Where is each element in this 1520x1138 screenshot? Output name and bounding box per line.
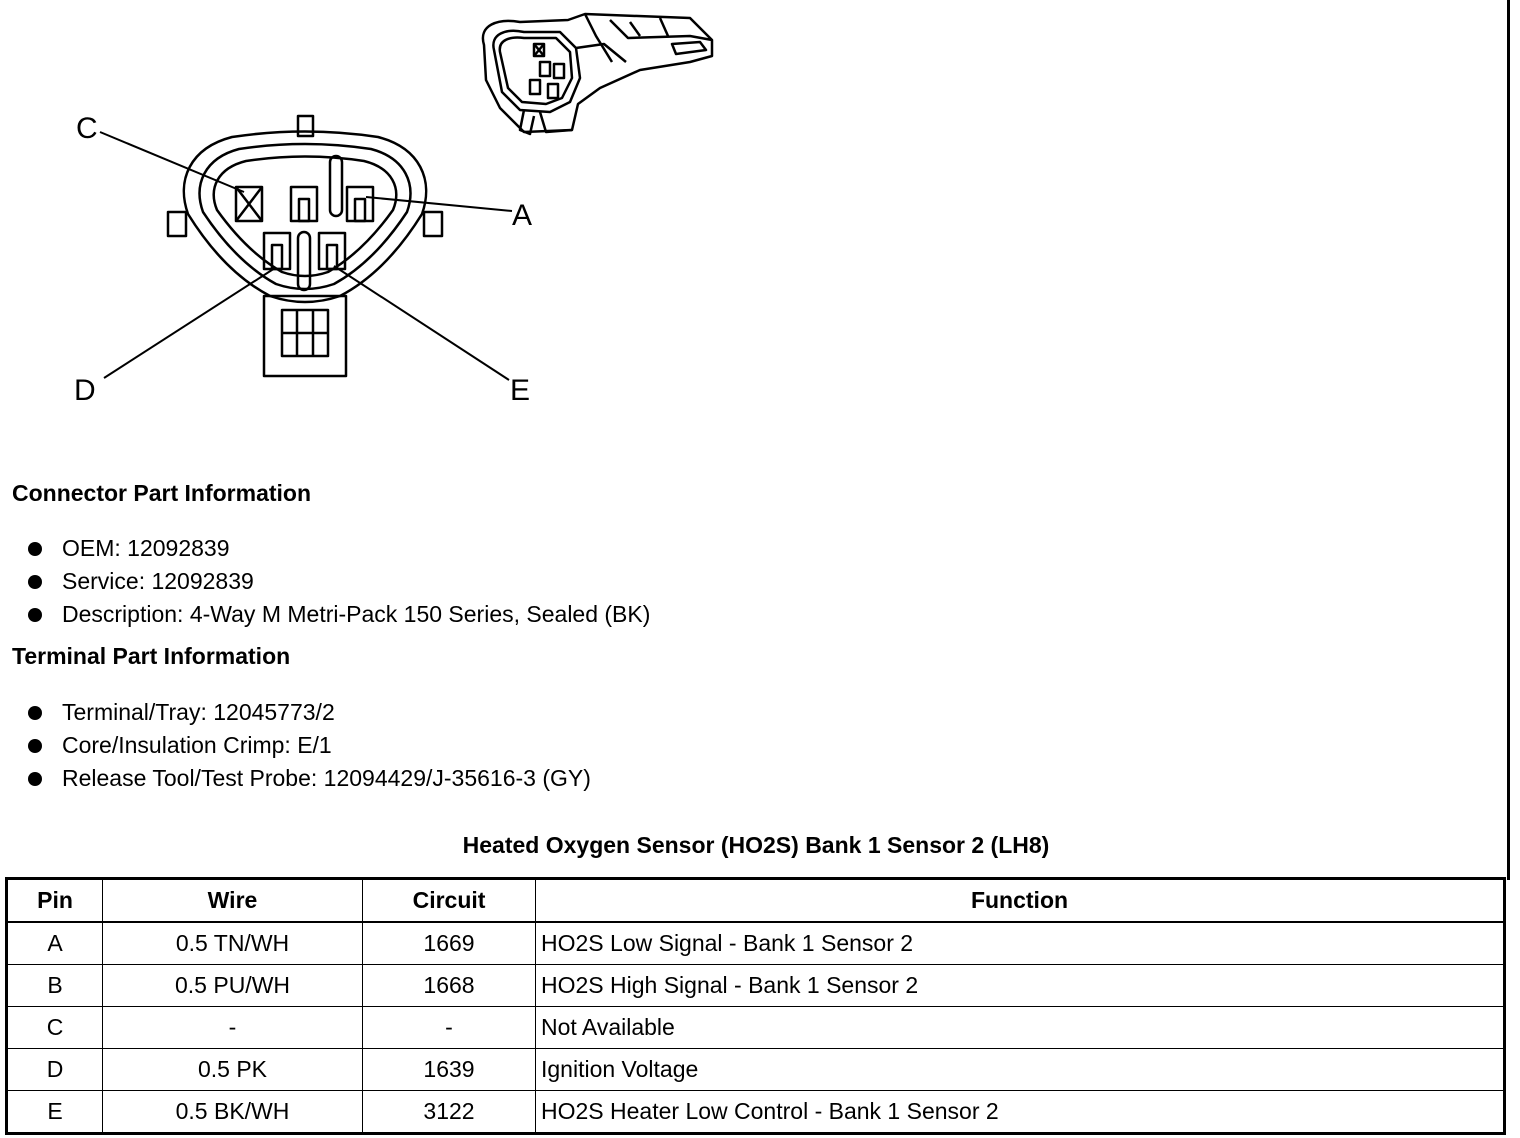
callout-e: E — [510, 374, 530, 407]
cell-function: HO2S Heater Low Control - Bank 1 Sensor … — [535, 1090, 1505, 1134]
cell-pin: C — [6, 1006, 103, 1049]
cell-wire: - — [102, 1006, 363, 1049]
table-row: A 0.5 TN/WH 1669 HO2S Low Signal - Bank … — [6, 921, 1505, 965]
bullet-icon — [28, 706, 42, 720]
cell-circuit: - — [362, 1006, 536, 1049]
connector-front-view — [166, 114, 444, 378]
cell-wire: 0.5 PU/WH — [102, 964, 363, 1007]
table-row: E 0.5 BK/WH 3122 HO2S Heater Low Control… — [6, 1090, 1505, 1134]
bullet-icon — [28, 739, 42, 753]
cell-function: Not Available — [535, 1006, 1505, 1049]
list-item: OEM: 12092839 — [28, 532, 650, 565]
pinout-table: Pin Wire Circuit Function A 0.5 TN/WH 16… — [5, 877, 1506, 1135]
table-caption: Heated Oxygen Sensor (HO2S) Bank 1 Senso… — [462, 832, 1050, 858]
list-item: Description: 4-Way M Metri-Pack 150 Seri… — [28, 598, 650, 631]
callout-d: D — [74, 374, 96, 407]
cell-wire: 0.5 PK — [102, 1048, 363, 1091]
list-item: Release Tool/Test Probe: 12094429/J-3561… — [28, 762, 591, 795]
leader-lines — [99, 131, 513, 381]
cell-pin: D — [6, 1048, 103, 1091]
connector-info-list: OEM: 12092839 Service: 12092839 Descript… — [28, 532, 650, 631]
header-pin: Pin — [6, 878, 103, 923]
cell-circuit: 1669 — [362, 921, 536, 965]
connector-info-heading: Connector Part Information — [12, 480, 312, 506]
header-wire: Wire — [102, 878, 363, 923]
cell-circuit: 1639 — [362, 1048, 536, 1091]
table-row: D 0.5 PK 1639 Ignition Voltage — [6, 1048, 1505, 1091]
terminal-info-list: Terminal/Tray: 12045773/2 Core/Insulatio… — [28, 696, 591, 795]
bullet-icon — [28, 542, 42, 556]
cell-pin: E — [6, 1090, 103, 1134]
header-circuit: Circuit — [362, 878, 536, 923]
table-row: C - - Not Available — [6, 1006, 1505, 1049]
list-item: Service: 12092839 — [28, 565, 650, 598]
cell-wire: 0.5 BK/WH — [102, 1090, 363, 1134]
list-item: Core/Insulation Crimp: E/1 — [28, 729, 591, 762]
cell-circuit: 3122 — [362, 1090, 536, 1134]
header-function: Function — [535, 878, 1505, 923]
table-header-row: Pin Wire Circuit Function — [6, 878, 1505, 923]
page-right-border — [1507, 0, 1510, 880]
connector-3d-view — [481, 12, 714, 136]
cell-pin: A — [6, 921, 103, 965]
terminal-info-heading: Terminal Part Information — [12, 643, 291, 669]
cell-circuit: 1668 — [362, 964, 536, 1007]
cell-wire: 0.5 TN/WH — [102, 921, 363, 965]
cell-function: HO2S Low Signal - Bank 1 Sensor 2 — [535, 921, 1505, 965]
bullet-icon — [28, 575, 42, 589]
cell-pin: B — [6, 964, 103, 1007]
callout-a: A — [512, 199, 532, 232]
table-row: B 0.5 PU/WH 1668 HO2S High Signal - Bank… — [6, 964, 1505, 1007]
bullet-icon — [28, 772, 42, 786]
connector-diagram: A C D E — [74, 12, 714, 407]
cell-function: HO2S High Signal - Bank 1 Sensor 2 — [535, 964, 1505, 1007]
bullet-icon — [28, 608, 42, 622]
list-item: Terminal/Tray: 12045773/2 — [28, 696, 591, 729]
cell-function: Ignition Voltage — [535, 1048, 1505, 1091]
callout-c: C — [76, 112, 98, 145]
